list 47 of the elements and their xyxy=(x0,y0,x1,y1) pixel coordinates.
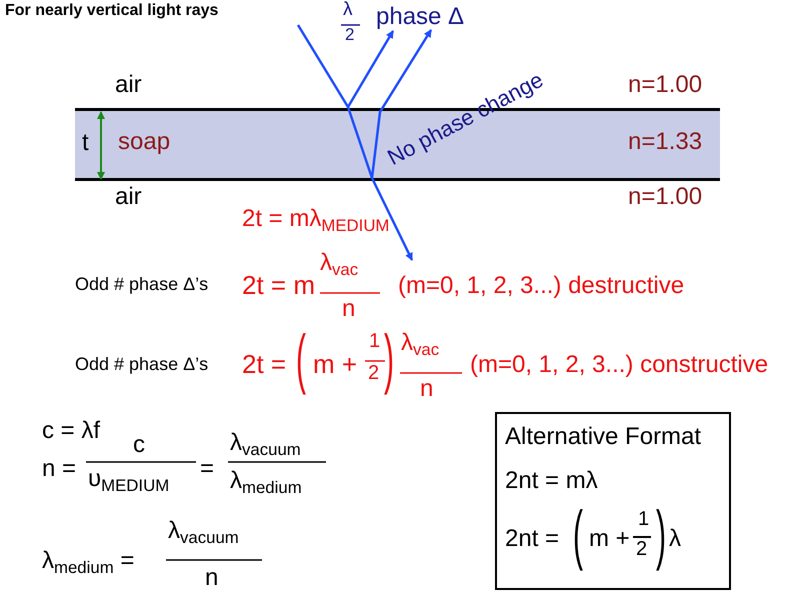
condition-text: Odd # phase Δ’s xyxy=(75,275,208,295)
equation-text: 2nt = xyxy=(505,526,560,552)
note-text: (m=0, 1, 2, 3...) destructive xyxy=(398,273,684,300)
equation-text: 2nt = mλ xyxy=(505,468,598,494)
equation-text: 2t = xyxy=(242,350,286,379)
denominator: n xyxy=(342,296,356,322)
numerator: λ$_{vacuum}$ xyxy=(168,518,239,548)
medium-label: soap xyxy=(118,129,170,156)
denominator: 2 xyxy=(636,538,648,560)
equation-text: m + xyxy=(313,350,358,379)
numerator: 1 xyxy=(369,330,380,352)
annotation-text: phase Δ xyxy=(376,4,464,30)
numerator: λ$_{vac}$ xyxy=(401,330,440,360)
equation-text: = xyxy=(200,456,214,482)
refractive-index-label: n=1.00 xyxy=(628,184,702,210)
parenthesis: ( xyxy=(296,324,306,397)
equation-text: λ xyxy=(669,526,681,552)
medium-label: air xyxy=(115,184,142,210)
numerator: 1 xyxy=(638,508,650,530)
formula-box xyxy=(495,412,731,590)
equation-text: λ$_{medium}$ = xyxy=(42,548,134,578)
denominator: υ$_{MEDIUM}$ xyxy=(88,466,170,496)
heading: For nearly vertical light rays xyxy=(5,2,218,20)
refractive-index-label: n=1.33 xyxy=(628,129,702,156)
denominator: λ$_{medium}$ xyxy=(230,468,302,498)
condition-text: Odd # phase Δ’s xyxy=(75,355,208,375)
parenthesis: ( xyxy=(573,500,583,573)
numerator: λ$_{vacuum}$ xyxy=(230,430,301,460)
denominator: n xyxy=(205,565,218,592)
medium-label: air xyxy=(115,72,142,98)
equation-text: c = λf xyxy=(42,418,100,444)
equation-text: n = xyxy=(42,456,76,482)
refractive-index-label: n=1.00 xyxy=(628,72,702,98)
denominator: n xyxy=(420,376,434,402)
parenthesis: ) xyxy=(656,500,666,573)
note-text: (m=0, 1, 2, 3...) constructive xyxy=(470,352,768,378)
numerator: λ$_{vac}$ xyxy=(320,250,358,280)
equation-text: m + xyxy=(589,526,630,552)
equation-text: 2t = m xyxy=(242,271,315,300)
numerator: λ xyxy=(343,0,352,21)
thickness-label: t xyxy=(82,130,89,156)
box-heading: Alternative Format xyxy=(505,424,702,450)
parenthesis: ) xyxy=(384,324,394,397)
equation-text: 2t = mλ$_{MEDIUM}$ xyxy=(242,206,390,236)
denominator: 2 xyxy=(368,362,380,384)
numerator: c xyxy=(133,432,145,458)
denominator: 2 xyxy=(345,26,354,45)
